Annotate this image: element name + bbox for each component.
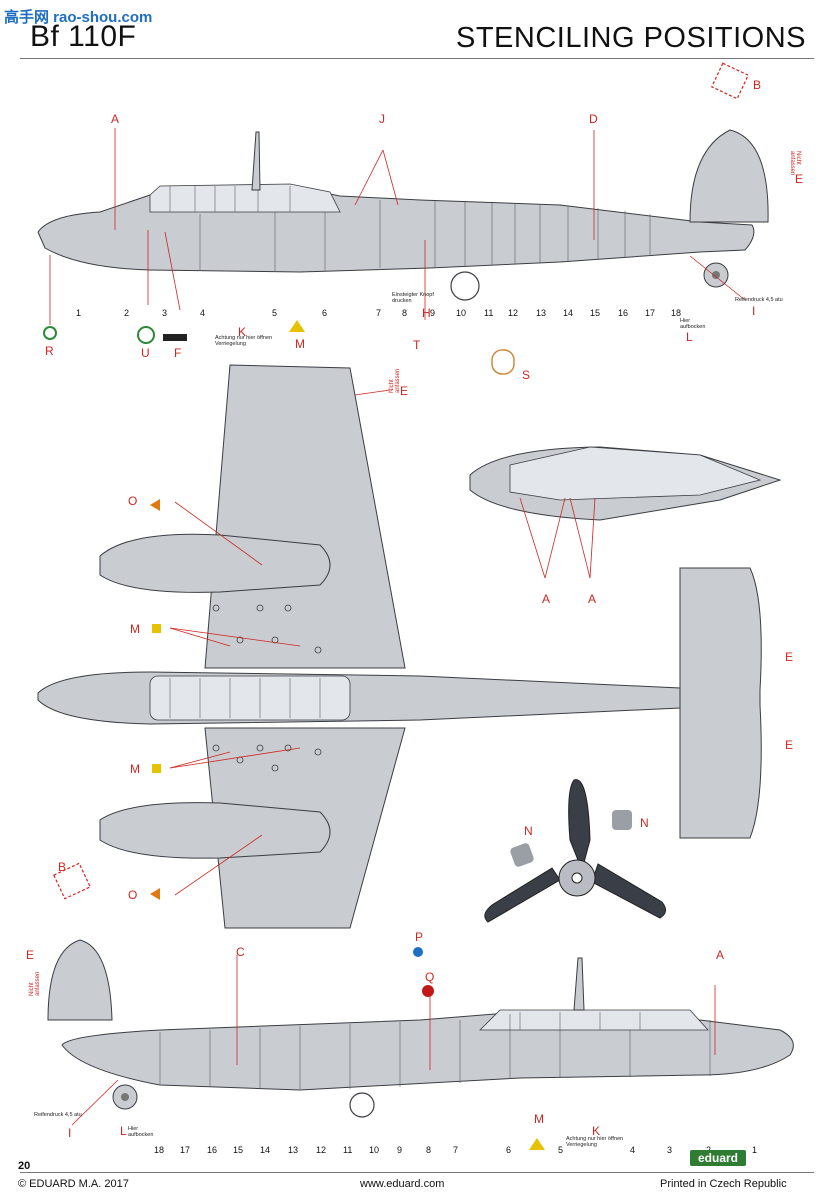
callout-m-bottom: M [534,1112,544,1126]
station-num: 4 [200,308,206,318]
callout-q: Q [425,970,435,984]
station-num: 3 [162,308,168,318]
station-num: 17 [180,1145,191,1155]
stencil-markers [43,62,749,1150]
plan-view [37,364,762,929]
page-subtitle: STENCILING POSITIONS [456,22,806,54]
station-num: 6 [322,308,328,318]
callout-n-right: N [640,816,649,830]
station-num: 10 [456,308,467,318]
station-num: 13 [536,308,547,318]
callout-e-top: E [795,172,804,186]
station-num: 5 [272,308,278,318]
stencil-text: Achtung nur hier öffnen Verriegelung [215,335,273,347]
callout-k-top: K [238,325,247,339]
station-num: 18 [154,1145,165,1155]
callout-a-top: A [111,112,120,126]
callout-e-bottom: E [26,948,35,962]
station-num: 6 [506,1145,512,1155]
station-num: 16 [618,308,629,318]
callout-a-canopy-2: A [588,592,597,606]
page-number: 20 [18,1160,31,1172]
station-num: 18 [671,308,682,318]
callout-o-lower: O [128,888,138,902]
station-num: 11 [484,308,494,318]
stencil-text: Nicht anfassen [389,368,401,393]
callout-u: U [141,346,150,360]
callout-m-upper: M [130,622,140,636]
callout-r: R [45,344,54,358]
header-rule [20,58,814,59]
station-num: 3 [667,1145,673,1155]
callout-i-top: I [752,304,756,318]
station-num: 11 [343,1145,353,1155]
station-num: 16 [207,1145,218,1155]
stencil-text: Nicht anfassen [789,151,801,176]
callout-c: C [236,945,245,959]
callout-b-bottom: B [58,860,67,874]
callout-l-top: L [686,330,693,344]
station-num: 14 [563,308,574,318]
callout-s: S [522,368,531,382]
callout-n-left: N [524,824,533,838]
station-num: 9 [397,1145,403,1155]
callout-i-bottom: I [68,1126,72,1140]
callout-t: T [413,338,421,352]
station-num: 14 [260,1145,271,1155]
printed-in: Printed in Czech Republic [660,1178,787,1190]
callout-e-wing: E [400,384,409,398]
station-num: 12 [316,1145,327,1155]
callout-j: J [379,112,385,126]
stencil-text: Reifendruck 4,5 atu [735,297,783,303]
website-link[interactable]: www.eduard.com [360,1178,445,1190]
stencil-text: Nicht anfassen [29,971,41,996]
canopy-detail [469,446,782,521]
copyright: © EDUARD M.A. 2017 [18,1178,129,1190]
callout-l-bottom: L [120,1124,127,1138]
callout-m-top: M [295,337,305,351]
callout-leaders [49,128,746,1126]
callout-f: F [174,346,182,360]
page-title: Bf 110F [30,20,137,53]
callout-m-lower: M [130,762,140,776]
callout-e-tail-lower: E [785,738,794,752]
station-num: 13 [288,1145,299,1155]
stencil-text: Einsteigter Knopf drucken [392,292,434,304]
callout-a-bottom: A [716,948,725,962]
stencil-text: Hier aufbocken [128,1126,154,1138]
callout-b-top: B [753,78,762,92]
station-num: 15 [233,1145,244,1155]
station-num: 4 [630,1145,636,1155]
station-num: 12 [508,308,519,318]
stencil-text: Achtung nur hier öffnen Verriegelung [566,1136,624,1148]
station-num: 17 [645,308,656,318]
station-num: 7 [376,308,382,318]
eduard-logo: eduard [690,1150,747,1166]
stencil-text: Hier aufbocken [680,318,706,330]
watermark-logo: 高手网 rao-shou.com [4,9,153,26]
station-num: 15 [590,308,601,318]
propeller-detail [484,779,666,923]
station-num: 9 [430,308,436,318]
stencil-text: Reifendruck 4,5 atu [34,1112,82,1118]
station-num: 1 [76,308,82,318]
station-num: 1 [752,1145,758,1155]
callout-o-upper: O [128,494,138,508]
callout-p: P [415,930,424,944]
station-num: 7 [453,1145,459,1155]
station-num: 10 [369,1145,380,1155]
callout-a-canopy-1: A [542,592,551,606]
station-num: 5 [558,1145,564,1155]
footer-rule [20,1172,814,1173]
side-view-bottom [47,939,794,1118]
station-num: 8 [402,308,408,318]
station-num: 2 [124,308,130,318]
callout-h: H [422,306,431,320]
side-view-top [37,129,769,301]
station-num: 8 [426,1145,432,1155]
callout-d: D [589,112,598,126]
callout-e-tail-upper: E [785,650,794,664]
callout-k-bottom: K [592,1124,601,1138]
